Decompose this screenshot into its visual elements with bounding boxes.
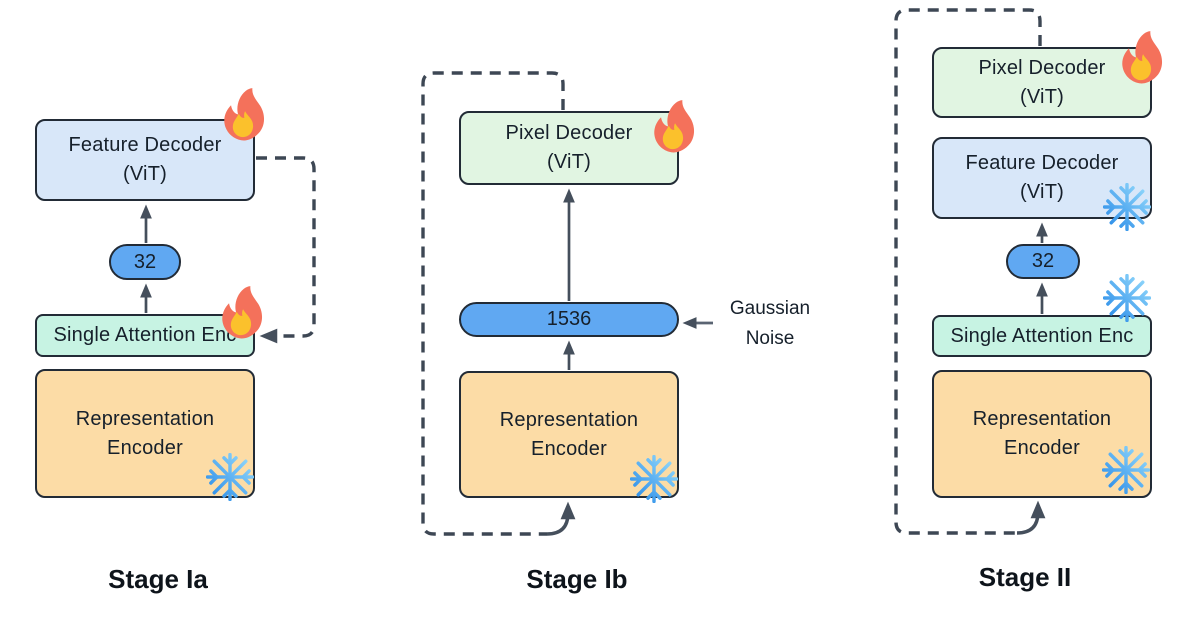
gaussian-noise-line1: Gaussian [729, 298, 811, 319]
latent-dim-value: 32 [1031, 250, 1055, 272]
stage-ia-single-attention-enc-box: Single Attention Enc [35, 314, 255, 357]
stage-ib-pixel-decoder-box: Pixel Decoder (ViT) [459, 111, 679, 185]
snowflake-icon [630, 455, 678, 503]
snowflake-icon [1103, 183, 1151, 231]
feature-decoder-label: Feature Decoder [68, 134, 222, 156]
snowflake-icon [1102, 446, 1150, 494]
representation-encoder-label: Representation [499, 408, 639, 431]
fire-icon [219, 284, 265, 340]
feature-decoder-sublabel: (ViT) [123, 163, 167, 185]
stage-ia-title: Stage Ia [108, 564, 208, 594]
latent-dim-value: 1536 [546, 308, 592, 330]
fire-icon [221, 86, 267, 142]
representation-encoder-sublabel: Encoder [531, 437, 607, 460]
stage-ia-latent-pill: 32 [109, 244, 181, 280]
snowflake-icon [1103, 274, 1151, 322]
gaussian-noise-annotation: Gaussian Noise [730, 294, 810, 355]
representation-encoder-label: Representation [972, 408, 1112, 430]
feature-decoder-label: Feature Decoder [965, 152, 1119, 174]
representation-encoder-sublabel: Encoder [107, 436, 183, 459]
representation-encoder-sublabel: Encoder [1004, 437, 1080, 459]
stage-ii-loop-arrow-into-encoder [1016, 500, 1046, 535]
fire-icon [651, 98, 697, 154]
single-attention-enc-label: Single Attention Enc [53, 324, 237, 346]
stage-ii-title: Stage II [978, 562, 1072, 592]
representation-encoder-label: Representation [75, 407, 215, 430]
pixel-decoder-sublabel: (ViT) [1020, 85, 1064, 108]
feature-decoder-sublabel: (ViT) [1020, 181, 1064, 203]
single-attention-enc-label: Single Attention Enc [950, 324, 1134, 347]
pixel-decoder-label: Pixel Decoder [978, 56, 1106, 79]
fire-icon [1119, 29, 1165, 85]
gaussian-noise-line2: Noise [745, 328, 795, 350]
pixel-decoder-sublabel: (ViT) [547, 151, 591, 173]
snowflake-icon [206, 453, 254, 501]
stage-ii-latent-pill: 32 [1006, 244, 1080, 279]
stage-ia-feature-decoder-box: Feature Decoder (ViT) [35, 119, 255, 201]
stage-ib-latent-pill: 1536 [459, 302, 679, 337]
latent-dim-value: 32 [133, 250, 157, 273]
stage-ib-loop-arrow-into-encoder [546, 501, 576, 536]
pixel-decoder-label: Pixel Decoder [505, 122, 633, 144]
stage-ib-title: Stage Ib [526, 564, 628, 594]
